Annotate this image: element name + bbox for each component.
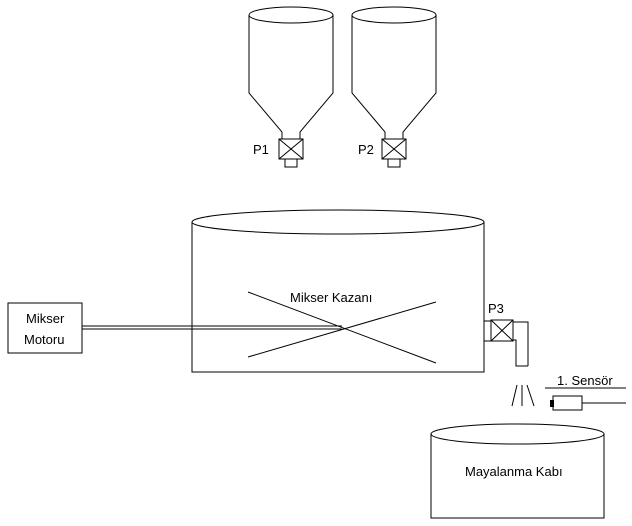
- valve-p2-label: P2: [358, 142, 374, 157]
- mixer-motor-box: [7, 302, 83, 354]
- mixer-tank-label: Mikser Kazanı: [290, 290, 372, 305]
- flow-stream: [511, 384, 535, 407]
- sensor-1: [550, 395, 626, 411]
- fermentation-vessel-body: [430, 434, 605, 519]
- mixer-motor-label-line1: Mikser: [26, 311, 65, 326]
- outlet-pipe-stub: [484, 320, 491, 342]
- mixer-motor: Mikser Motoru: [7, 302, 83, 354]
- hopper-2: [351, 6, 437, 168]
- hopper-2-body: [351, 15, 437, 140]
- mixer-shaft: [82, 325, 342, 330]
- hopper-2-outlet: [387, 158, 401, 168]
- sensor-1-label: 1. Sensör: [557, 373, 613, 388]
- valve-p1[interactable]: [278, 138, 304, 160]
- fermentation-vessel-label: Mayalanma Kabı: [465, 464, 563, 479]
- valve-p1-label: P1: [253, 142, 269, 157]
- fermentation-vessel-top: [430, 423, 605, 445]
- valve-p2[interactable]: [381, 138, 407, 160]
- hopper-1-top: [248, 6, 334, 24]
- outlet-pipe-stub-box: [483, 320, 492, 342]
- sensor-1-body: [552, 395, 583, 411]
- fermentation-vessel: [430, 423, 605, 519]
- mixer-tank: [191, 209, 485, 373]
- mixer-tank-body: [191, 222, 485, 373]
- outlet-pipe-bend: [513, 321, 529, 367]
- mixer-tank-top: [191, 209, 485, 235]
- hopper-1-body: [248, 15, 334, 140]
- valve-p3[interactable]: [490, 319, 514, 342]
- hopper-2-top: [351, 6, 437, 24]
- sensor-1-tip: [550, 400, 554, 407]
- hopper-1-outlet: [284, 158, 298, 168]
- valve-p3-label: P3: [488, 301, 504, 316]
- mixer-motor-label-line2: Motoru: [24, 332, 64, 347]
